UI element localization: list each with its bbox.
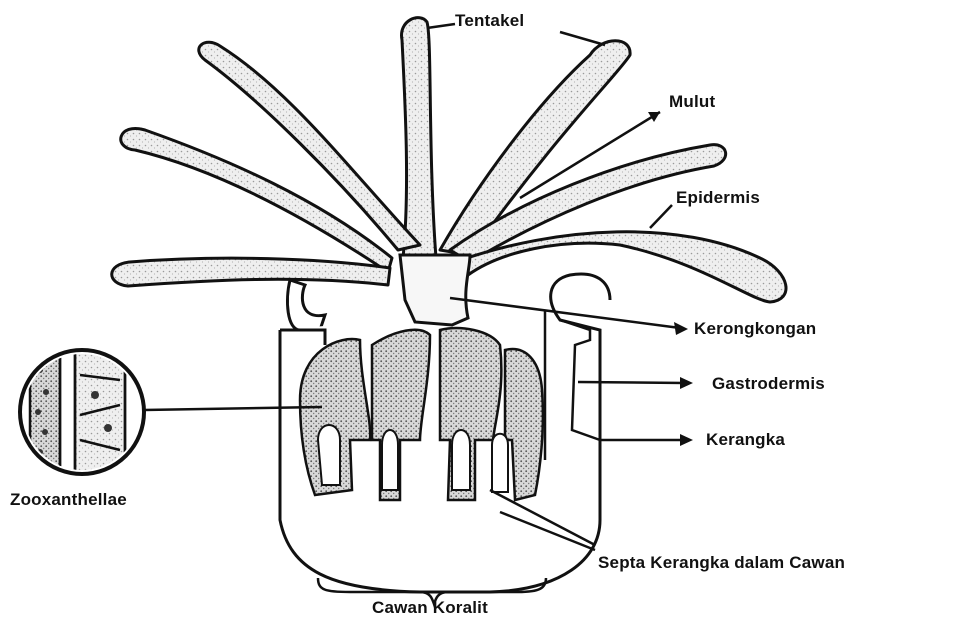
label-mulut: Mulut — [669, 92, 715, 112]
label-tentakel: Tentakel — [455, 11, 524, 31]
arrow-kerongkongan — [674, 322, 688, 335]
tentacle-left — [121, 128, 392, 272]
zooxanthellae-inset — [20, 350, 144, 480]
line-epidermis — [650, 205, 672, 228]
tentacle-top-center — [402, 18, 436, 258]
arrow-kerangka — [680, 434, 693, 446]
label-gastrodermis: Gastrodermis — [712, 374, 825, 394]
body-outline — [287, 280, 325, 330]
tentacle-left-low — [112, 258, 390, 286]
label-kerongkongan: Kerongkongan — [694, 319, 816, 339]
label-zooxanthellae: Zooxanthellae — [10, 490, 127, 510]
arrow-gastrodermis — [680, 377, 693, 389]
label-septa: Septa Kerangka dalam Cawan — [598, 553, 845, 573]
pharynx — [400, 255, 470, 325]
label-kerangka: Kerangka — [706, 430, 785, 450]
label-cawan: Cawan Koralit — [372, 598, 488, 618]
line-gastrodermis — [578, 382, 685, 383]
label-epidermis: Epidermis — [676, 188, 760, 208]
